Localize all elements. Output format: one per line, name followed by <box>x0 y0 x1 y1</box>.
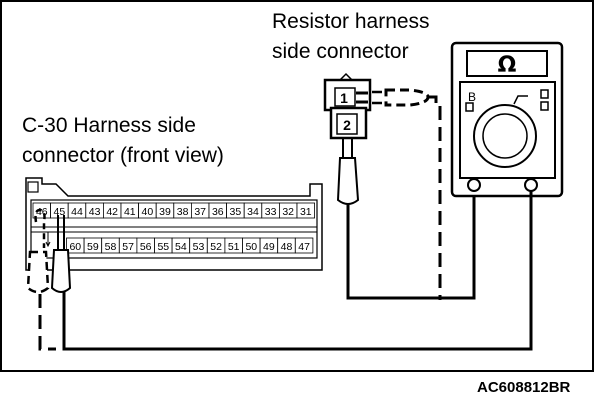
pin-number: 38 <box>177 206 189 218</box>
pin2-label: 2 <box>343 117 351 133</box>
pin-number: 36 <box>212 206 224 218</box>
dashed-probe <box>372 88 442 300</box>
pin-number: 37 <box>194 206 206 218</box>
selector-mark-top-right <box>540 89 549 99</box>
pin1-terminal <box>356 91 368 104</box>
rotary-dial-inner <box>482 113 528 159</box>
pin-number: 45 <box>54 206 66 218</box>
pin-number: 33 <box>265 206 277 218</box>
c30-label-line1: C-30 Harness side <box>22 114 196 137</box>
pin-number: 47 <box>298 241 310 253</box>
pin-number: 39 <box>159 206 171 218</box>
solid-probe <box>336 138 476 300</box>
bottom-pin-row: 60 59 58 57 56 55 54 53 52 51 50 49 48 47 <box>66 237 314 254</box>
pin-number: 60 <box>69 241 81 253</box>
pin-cell <box>294 237 314 254</box>
pin-number: 53 <box>193 241 205 253</box>
pin-number: 49 <box>263 241 275 253</box>
resistor-label-line1: Resistor harness <box>272 10 430 33</box>
lead-wire-right-jack <box>62 191 533 351</box>
pin-number: 31 <box>300 206 312 218</box>
pin1-label: 1 <box>340 90 348 106</box>
figure-border <box>0 0 594 372</box>
resistor-label-line2: side connector <box>272 40 409 63</box>
latch-tab <box>27 181 39 193</box>
pin-number: 56 <box>140 241 152 253</box>
pin-number: 57 <box>122 241 134 253</box>
top-pin-row: 46 45 44 43 42 41 40 39 38 37 36 35 34 33 32 31 <box>32 202 316 219</box>
dial-pointer-mark <box>513 95 528 105</box>
ohm-symbol: Ω <box>498 53 517 78</box>
c30-connector: 46 45 44 43 42 41 40 39 38 37 36 35 34 33 32 31 60 59 58 5… <box>25 177 323 271</box>
meter-display <box>466 50 548 77</box>
pin-number: 50 <box>245 241 257 253</box>
pin-number: 58 <box>105 241 117 253</box>
selector-mark-left <box>465 102 474 112</box>
c30-dashed-probe <box>26 208 56 351</box>
c30-label-line2: connector (front view) <box>22 144 224 167</box>
pin-number: 35 <box>230 206 242 218</box>
pin-cell <box>296 202 316 219</box>
pin-number: 54 <box>175 241 187 253</box>
pin-number: 48 <box>281 241 293 253</box>
pin1-cell <box>334 87 356 107</box>
pin-number: 46 <box>36 206 48 218</box>
pin-number: 40 <box>142 206 154 218</box>
pin-number: 34 <box>247 206 259 218</box>
pin-number: 32 <box>282 206 294 218</box>
v-ohm-jack <box>524 178 538 192</box>
pin-number: 41 <box>124 206 136 218</box>
pin-arrow-icon <box>45 232 51 248</box>
mode-glyph: B <box>468 90 476 104</box>
com-jack <box>467 178 481 192</box>
pin-number: 42 <box>106 206 118 218</box>
figure-code: AC608812BR <box>477 379 571 396</box>
pin-number: 51 <box>228 241 240 253</box>
pin2-cell <box>336 113 358 135</box>
pin-number: 52 <box>210 241 222 253</box>
pin-number: 55 <box>157 241 169 253</box>
c30-solid-probe <box>50 215 72 293</box>
pin-number: 59 <box>87 241 99 253</box>
ohmmeter: Ω B <box>450 41 564 198</box>
pin-number: 43 <box>89 206 101 218</box>
resistor-connector: 1 2 <box>323 72 372 140</box>
pin-number: 44 <box>71 206 83 218</box>
selector-mark-right <box>540 101 549 111</box>
